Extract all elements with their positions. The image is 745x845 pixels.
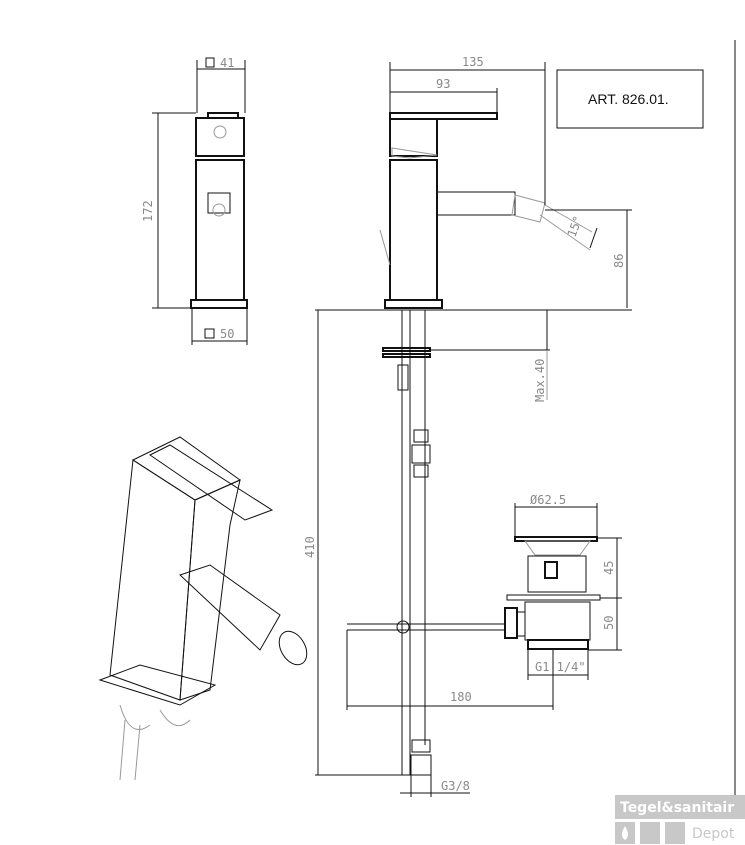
dim-waste-lower: 50 <box>602 616 616 630</box>
dim-waste-upper: 45 <box>602 561 616 575</box>
article-number: ART. 826.01. <box>588 91 669 107</box>
dim-lever-length: 93 <box>436 77 450 91</box>
title-block <box>556 69 704 129</box>
dim-waste-thread: G1 1/4" <box>535 660 586 674</box>
watermark-line1: Tegel&sanitair <box>620 800 734 816</box>
side-view: 135 93 15° 86 Max.40 410 180 G3/8 <box>303 55 632 797</box>
dim-waste-diameter: Ø62.5 <box>530 493 566 507</box>
dim-front-top-width: 41 <box>220 56 234 70</box>
dim-front-height: 172 <box>141 200 155 222</box>
dim-spout-angle: 15° <box>565 214 586 239</box>
dim-spout-height: 86 <box>612 254 626 268</box>
waste-view: Ø62.5 45 50 G1 1/4" <box>504 493 622 680</box>
dim-rod-length: 180 <box>450 690 472 704</box>
isometric-view <box>98 436 308 781</box>
dim-total-depth: 135 <box>462 55 484 69</box>
water-drop-icon <box>622 826 628 840</box>
dim-hose-length: 410 <box>303 536 317 558</box>
front-view: 41 172 50 <box>141 56 248 345</box>
dim-max-deck: Max.40 <box>533 359 547 402</box>
dim-hose-connection: G3/8 <box>441 779 470 793</box>
watermark-logo: Tegel&sanitair Depot <box>615 795 745 844</box>
dim-front-base-width: 50 <box>220 327 234 341</box>
watermark-line2: Depot <box>692 826 735 842</box>
